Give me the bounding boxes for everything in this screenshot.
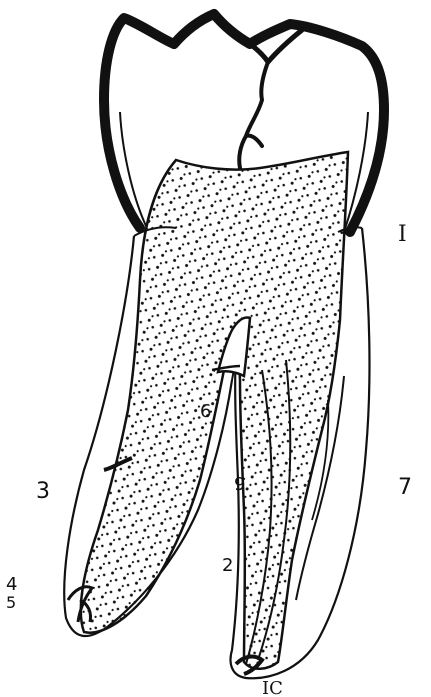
crown-fissure (239, 62, 268, 168)
label-3: 3 (36, 479, 50, 504)
label-6: 6 (200, 401, 211, 422)
label-9: 9 (234, 474, 245, 495)
label-5: 5 (6, 593, 16, 612)
label-bottom-ic: IC (262, 678, 283, 697)
pulp-chamber (81, 152, 348, 669)
label-roman-one: I (398, 222, 407, 247)
label-7: 7 (398, 475, 412, 500)
label-4: 4 (6, 574, 17, 595)
label-2: 2 (222, 555, 233, 576)
